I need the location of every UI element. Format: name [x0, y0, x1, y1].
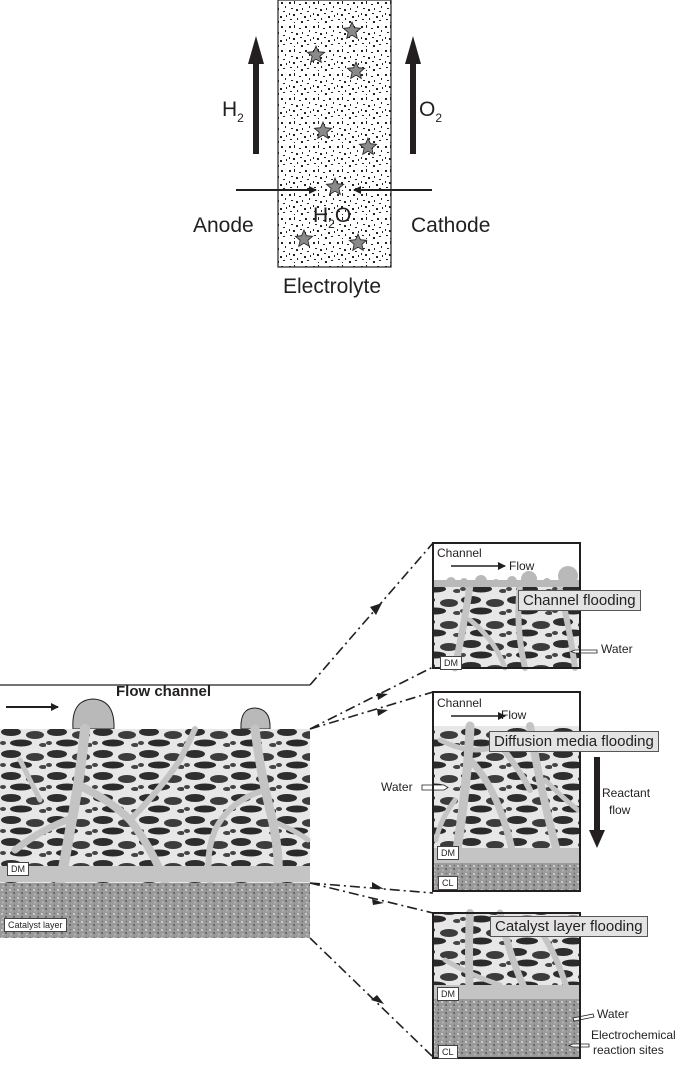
- channel-flooding-title: Channel flooding: [518, 590, 641, 611]
- catalyst-layer-tag: Catalyst layer: [4, 918, 67, 932]
- anode-label: Anode: [193, 214, 254, 238]
- flow-label: Flow: [509, 559, 534, 573]
- water-label: Water: [381, 780, 413, 794]
- o2-arrow: [405, 36, 421, 154]
- diffusion-media-flooding-title: Diffusion media flooding: [489, 731, 659, 752]
- reaction-sites-label-line1: Electrochemical: [591, 1028, 676, 1042]
- flow-channel-label: Flow channel: [116, 683, 211, 700]
- dm-tag: DM: [437, 846, 459, 860]
- water-formula-label: H2O: [313, 204, 351, 228]
- catalyst-layer-flooding-title: Catalyst layer flooding: [490, 916, 648, 937]
- cathode-label: Cathode: [411, 214, 490, 238]
- o2-label: O2: [419, 98, 442, 122]
- leader-arrowheads: [370, 603, 388, 1004]
- dm-tag: DM: [7, 862, 29, 876]
- channel-label: Channel: [437, 546, 482, 560]
- dm-tag: DM: [440, 656, 462, 670]
- water-label: Water: [601, 642, 633, 656]
- h2-arrow: [248, 36, 264, 154]
- leader-lines: [310, 543, 433, 1057]
- reactant-flow-arrow: [589, 757, 605, 848]
- electrolyte-label: Electrolyte: [283, 275, 381, 299]
- cl-tag: CL: [438, 1045, 458, 1059]
- leader-line: [310, 938, 433, 1057]
- h2-label: H2: [222, 98, 244, 122]
- channel-label: Channel: [437, 696, 482, 710]
- flow-label: Flow: [501, 708, 526, 722]
- dm-tag: DM: [437, 987, 459, 1001]
- water-pointer-arrow: [571, 650, 597, 653]
- water-pointer-arrow: [422, 785, 448, 790]
- cl-tag: CL: [438, 876, 458, 890]
- reactant-flow-label-line1: Reactant: [602, 786, 650, 800]
- water-droplet: [73, 699, 114, 729]
- reaction-sites-label-line2: reaction sites: [593, 1043, 664, 1057]
- water-pool: [0, 866, 310, 882]
- reactant-flow-label-line2: flow: [609, 803, 630, 817]
- water-label: Water: [597, 1007, 629, 1021]
- leader-line: [310, 883, 433, 893]
- leader-line: [310, 543, 433, 685]
